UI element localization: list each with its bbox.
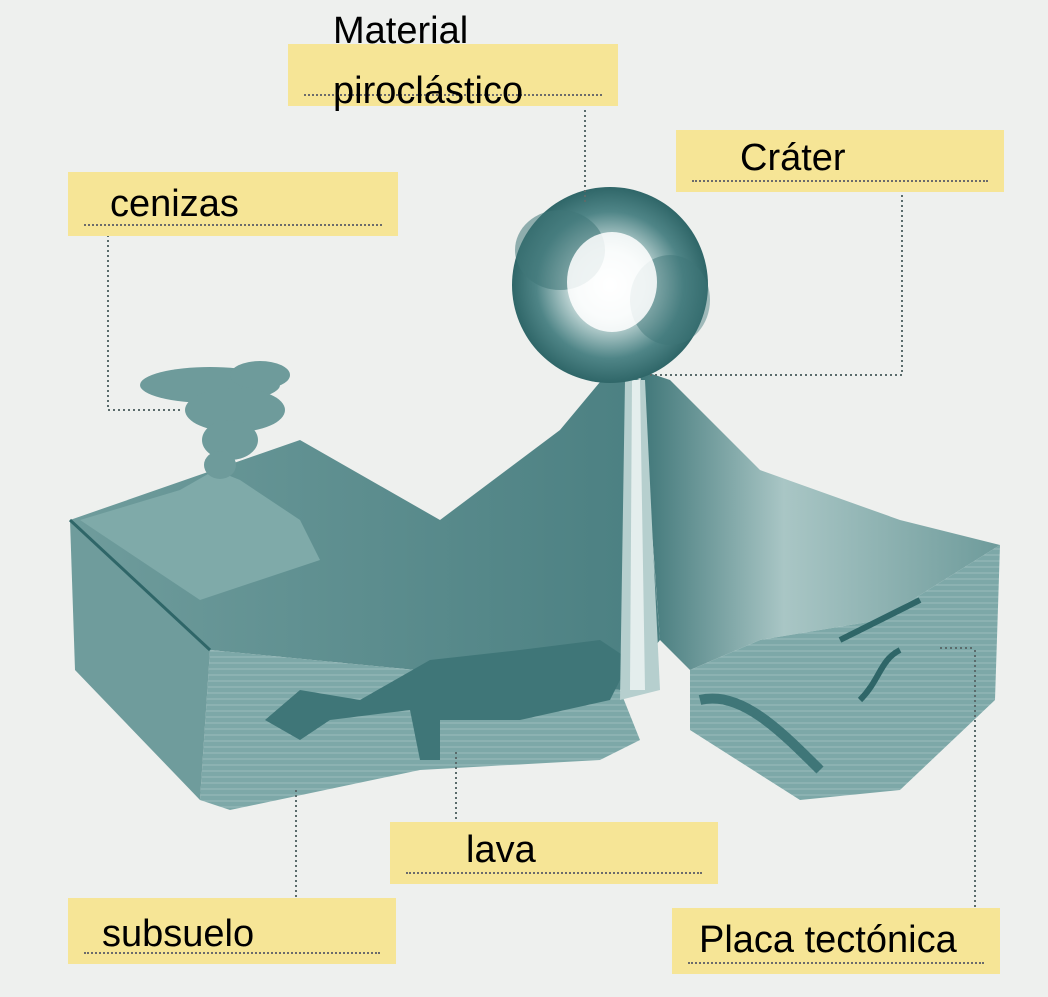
- label-material-line2: piroclástico: [333, 72, 523, 110]
- label-material-line1: Material: [333, 12, 468, 50]
- label-subsuelo: subsuelo: [102, 915, 254, 953]
- label-box-lava: [390, 822, 718, 884]
- label-lava: lava: [466, 831, 536, 869]
- label-crater: Cráter: [740, 139, 846, 177]
- label-placa: Placa tectónica: [699, 921, 957, 959]
- pyroclastic-plume: [512, 187, 710, 383]
- label-cenizas: cenizas: [110, 185, 239, 223]
